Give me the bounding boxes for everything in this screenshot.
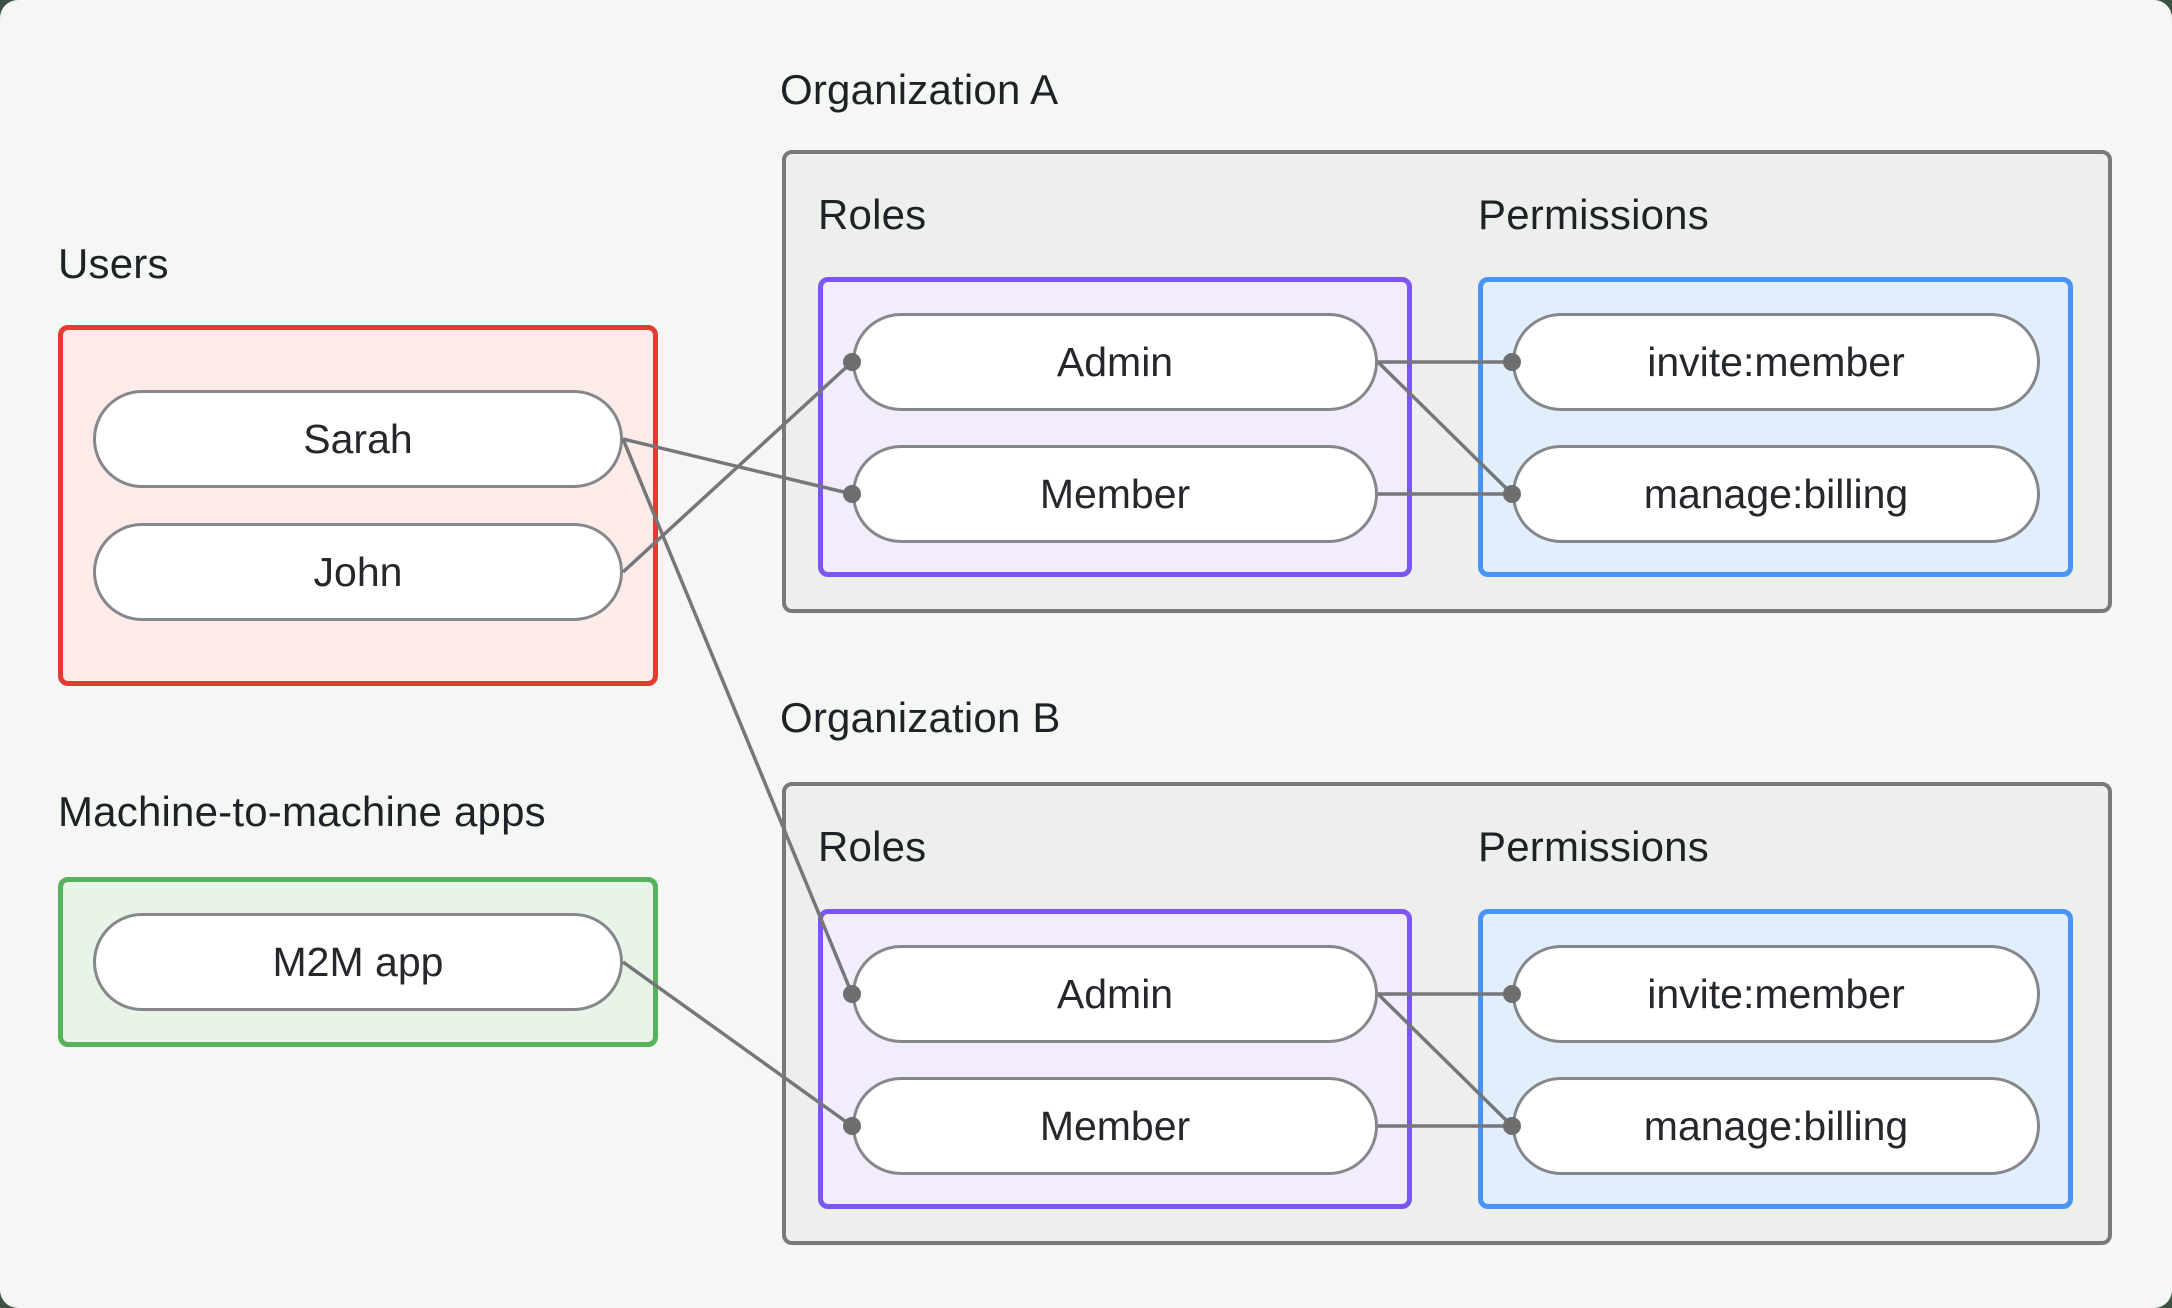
org-a-role-admin: Admin (852, 313, 1378, 411)
org-a-role-admin-label: Admin (1056, 338, 1174, 385)
users-group-label: Users (58, 240, 169, 287)
org-a-roles-label: Roles (818, 191, 927, 238)
org-b-permission-invite-member-label: invite:member (1647, 970, 1905, 1017)
org-a-role-member-label: Member (1039, 470, 1191, 517)
org-a-permission-invite-member: invite:member (1512, 313, 2040, 411)
user-node-sarah-label: Sarah (303, 415, 413, 462)
org-a-permission-manage-billing-label: manage:billing (1643, 470, 1909, 517)
org-b-permission-manage-billing-label: manage:billing (1643, 1102, 1909, 1149)
user-node-john-label: John (313, 548, 403, 595)
m2m-node-app-label: M2M app (272, 938, 444, 985)
org-b-roles-label: Roles (818, 823, 927, 870)
org-b-permission-manage-billing: manage:billing (1512, 1077, 2040, 1175)
org-a-role-member: Member (852, 445, 1378, 543)
org-b-permissions-label: Permissions (1478, 823, 1709, 870)
org-b-role-member: Member (852, 1077, 1378, 1175)
org-b-label: Organization B (780, 694, 1061, 741)
user-node-sarah: Sarah (93, 390, 623, 488)
org-b-permission-invite-member: invite:member (1512, 945, 2040, 1043)
org-a-permissions-label: Permissions (1478, 191, 1709, 238)
org-a-label: Organization A (780, 66, 1059, 113)
org-a-permission-invite-member-label: invite:member (1647, 338, 1905, 385)
org-b-role-member-label: Member (1039, 1102, 1191, 1149)
m2m-node-app: M2M app (93, 913, 623, 1011)
org-a-permission-manage-billing: manage:billing (1512, 445, 2040, 543)
org-b-role-admin-label: Admin (1056, 970, 1174, 1017)
users-group-box (58, 325, 658, 686)
org-b-role-admin: Admin (852, 945, 1378, 1043)
user-node-john: John (93, 523, 623, 621)
m2m-group-label: Machine-to-machine apps (58, 788, 546, 835)
